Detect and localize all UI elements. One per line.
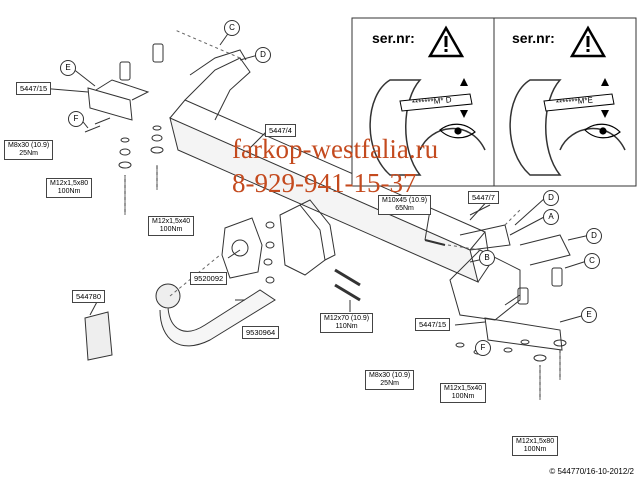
serial-title-left: ser.nr:	[372, 30, 415, 46]
callout-d-top: D	[255, 47, 271, 63]
part-label-544780: 544780	[72, 290, 106, 303]
callout-e-right: E	[581, 307, 597, 323]
copyright-note: © 544770/16-10-2012/2	[549, 467, 634, 476]
part-label-5447-15-top: 5447/15	[16, 82, 52, 95]
eye-icon-right	[584, 123, 621, 139]
callout-c-right: C	[584, 253, 600, 269]
watermark-phone: 8-929-941-15-37	[232, 168, 417, 198]
callout-c-top: C	[224, 20, 240, 36]
eye-icon-left	[439, 123, 476, 139]
left-mount-plate	[87, 87, 133, 121]
left-side-bracket	[184, 57, 251, 121]
part-label-5447-4: 5447/4	[265, 124, 296, 137]
spec-m8-right: M8x30 (10.9)25Nm	[365, 370, 415, 390]
spec-m10-45: M10x45 (10.9)65Nm	[378, 195, 432, 215]
callout-f-left: F	[68, 111, 84, 127]
callout-b-right: B	[479, 250, 495, 266]
center-bracket	[279, 204, 326, 276]
callout-f-right: F	[475, 340, 491, 356]
part-label-9530964: 9530964	[242, 326, 280, 339]
warning-icon-right	[569, 25, 607, 58]
callout-d-right-2: D	[586, 228, 602, 244]
part-label-5447-15-bottom: 5447/15	[415, 318, 451, 331]
callout-d-right-1: D	[543, 190, 559, 206]
warning-icon-left	[427, 25, 465, 58]
callout-a-right: A	[543, 209, 559, 225]
electrical-socket	[84, 311, 113, 361]
part-label-5447-7: 5447/7	[468, 191, 499, 204]
part-label-9520092: 9520092	[190, 272, 228, 285]
flange-plate	[221, 217, 263, 279]
tow-ball	[155, 283, 181, 309]
serial-tag-right	[543, 93, 615, 112]
right-mount-plate	[484, 317, 563, 351]
spec-m8-left: M8x30 (10.9)25Nm	[4, 140, 54, 160]
callout-e-left: E	[60, 60, 76, 76]
spec-m12-70: M12x70 (10.9)110Nm	[320, 313, 374, 333]
serial-tag-left	[399, 93, 473, 112]
watermark-site: farkop-westfalia.ru	[232, 134, 439, 164]
serial-title-right: ser.nr:	[512, 30, 555, 46]
